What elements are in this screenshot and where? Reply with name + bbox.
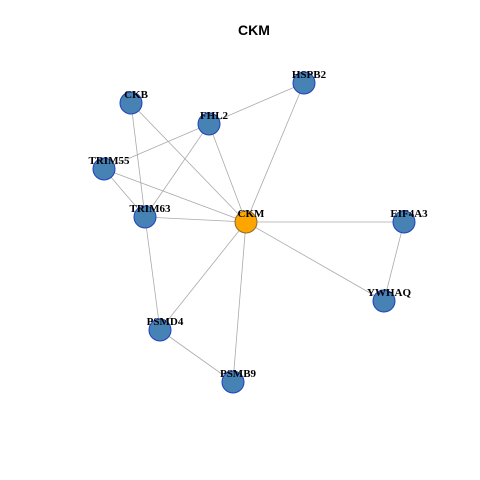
node-label-fhl2: FHL2 — [200, 110, 229, 122]
node-ckb — [119, 91, 143, 115]
edge-trim63-psmd4 — [144, 216, 161, 331]
edge-fhl2-trim63 — [144, 123, 210, 218]
node-label-ckm: CKM — [238, 208, 266, 220]
edge-ckm-fhl2 — [208, 123, 247, 223]
edge-ckm-ckb — [130, 102, 247, 223]
edge-ckb-trim63 — [130, 102, 146, 218]
node-label-trim63: TRIM63 — [130, 203, 171, 215]
edge-ckm-psmb9 — [232, 221, 247, 383]
edge-psmd4-psmb9 — [159, 329, 234, 383]
edge-ckm-hspb2 — [245, 82, 305, 223]
node-label-ywhaq: YWHAQ — [367, 287, 411, 299]
node-label-hspb2: HSPB2 — [292, 69, 327, 81]
node-ywhaq — [372, 289, 396, 313]
edge-fhl2-trim55 — [103, 123, 210, 170]
edge-ckm-trim63 — [144, 216, 247, 223]
node-label-psmd4: PSMD4 — [147, 316, 184, 328]
node-label-ckb: CKB — [124, 89, 149, 101]
node-psmd4 — [148, 318, 172, 342]
node-eif4a3 — [392, 210, 416, 234]
node-ckm — [234, 210, 258, 234]
node-layer — [92, 71, 416, 394]
node-label-eif4a3: EIF4A3 — [390, 208, 428, 220]
node-fhl2 — [197, 112, 221, 136]
edge-ckm-ywhaq — [245, 221, 385, 302]
node-trim63 — [133, 205, 157, 229]
edge-ckm-trim55 — [103, 168, 247, 223]
node-psmb9 — [221, 370, 245, 394]
edge-hspb2-fhl2 — [208, 82, 305, 125]
diagram-title: CKM — [238, 22, 270, 38]
edge-ckm-psmd4 — [159, 221, 247, 331]
edge-layer — [103, 82, 405, 383]
edge-eif4a3-ywhaq — [383, 221, 405, 302]
node-hspb2 — [292, 71, 316, 95]
node-label-trim55: TRIM55 — [89, 155, 130, 167]
node-trim55 — [92, 157, 116, 181]
node-label-psmb9: PSMB9 — [220, 368, 257, 380]
